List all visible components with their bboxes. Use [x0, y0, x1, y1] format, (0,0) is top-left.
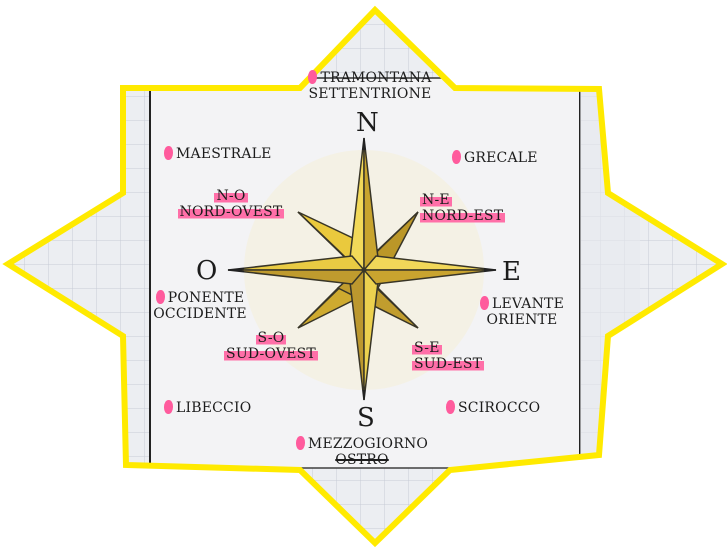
highlight-dot	[156, 290, 165, 304]
highlight-dot	[446, 400, 455, 414]
highlight-dot	[480, 296, 489, 310]
highlight-dot	[296, 436, 305, 450]
north-letter: N	[356, 110, 379, 136]
north-wind-label: TRAMONTANA SETTENTRIONE	[300, 70, 440, 102]
southeast-direction-label: S-E SUD-EST	[412, 340, 484, 372]
east-wind-label: LEVANTE ORIENTE	[476, 296, 568, 328]
east-letter: E	[502, 259, 521, 285]
northeast-wind-label: GRECALE	[452, 150, 538, 166]
northwest-direction-label: N-O NORD-OVEST	[166, 188, 296, 220]
southwest-direction-label: S-O SUD-OVEST	[216, 330, 326, 362]
highlight-dot	[308, 70, 317, 84]
highlight-dot	[164, 400, 173, 414]
west-wind-label: PONENTE OCCIDENTE	[145, 290, 255, 322]
south-letter: S	[357, 405, 375, 431]
northeast-direction-label: N-E NORD-EST	[420, 192, 505, 224]
southwest-wind-label: LIBECCIO	[164, 400, 251, 416]
northwest-wind-label: MAESTRALE	[164, 146, 272, 162]
highlight-dot	[452, 150, 461, 164]
ostro-crossed-text: OSTRO	[335, 452, 388, 468]
west-letter: O	[196, 258, 217, 284]
highlight-dot	[164, 146, 173, 160]
southeast-wind-label: SCIROCCO	[446, 400, 540, 416]
south-wind-label: MEZZOGIORNO OSTRO	[292, 436, 432, 468]
